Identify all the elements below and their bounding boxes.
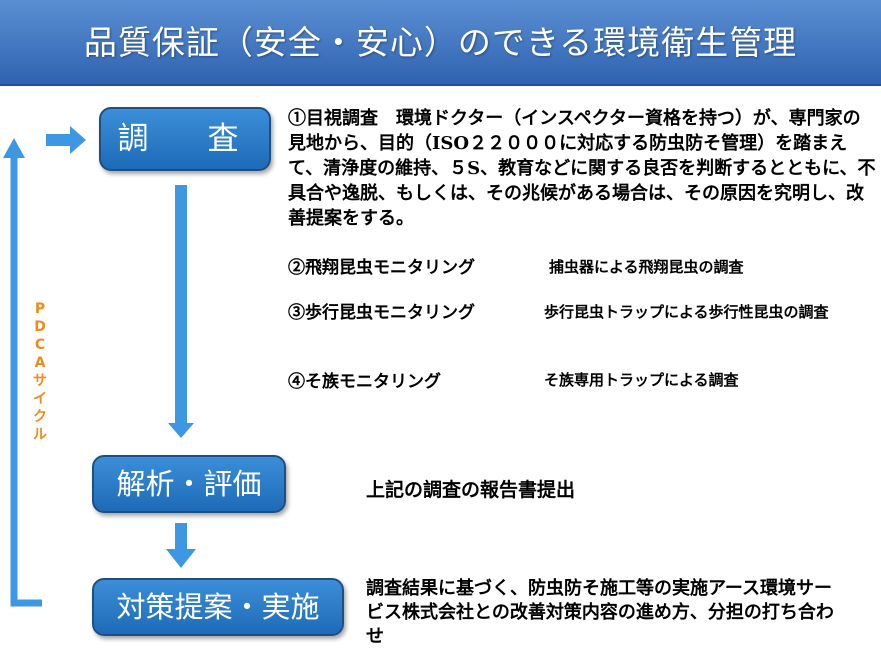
visual-inspection-text: ①目視調査 環境ドクター（インスペクター資格を持つ）が、専門家の見地から、目的（… xyxy=(288,108,876,229)
arrow-analysis-to-measures xyxy=(175,523,187,551)
measures-text: 調査結果に基づく、防虫防そ施工等の実施アース環境サービス株式会社との改善対策内容… xyxy=(366,578,834,647)
arrowhead-measures xyxy=(166,549,196,568)
arrow-into-survey xyxy=(46,126,86,154)
cycle-arrowhead-up xyxy=(3,138,25,158)
walking-insect-desc: 歩行昆虫トラップによる歩行性昆虫の調査 xyxy=(544,303,829,321)
walking-insect-label: ③歩行昆虫モニタリング xyxy=(288,303,475,323)
step-measures-box: 対策提案・実施 xyxy=(92,578,344,636)
flying-insect-label: ②飛翔昆虫モニタリング xyxy=(288,258,475,278)
step-analysis-box: 解析・評価 xyxy=(92,455,286,513)
title-banner: 品質保証（安全・安心）のできる環境衛生管理 xyxy=(0,0,881,86)
analysis-text: 上記の調査の報告書提出 xyxy=(366,479,576,501)
rodent-label: ④そ族モニタリング xyxy=(288,372,441,392)
arrowhead-analysis xyxy=(168,423,194,438)
cycle-loop-line xyxy=(10,155,42,607)
page-title: 品質保証（安全・安心）のできる環境衛生管理 xyxy=(83,23,798,62)
step-survey-box: 調 査 xyxy=(99,107,271,171)
flying-insect-desc: 捕虫器による飛翔昆虫の調査 xyxy=(549,258,744,276)
rodent-desc: そ族専用トラップによる調査 xyxy=(544,371,739,389)
arrow-survey-to-analysis xyxy=(175,185,187,425)
